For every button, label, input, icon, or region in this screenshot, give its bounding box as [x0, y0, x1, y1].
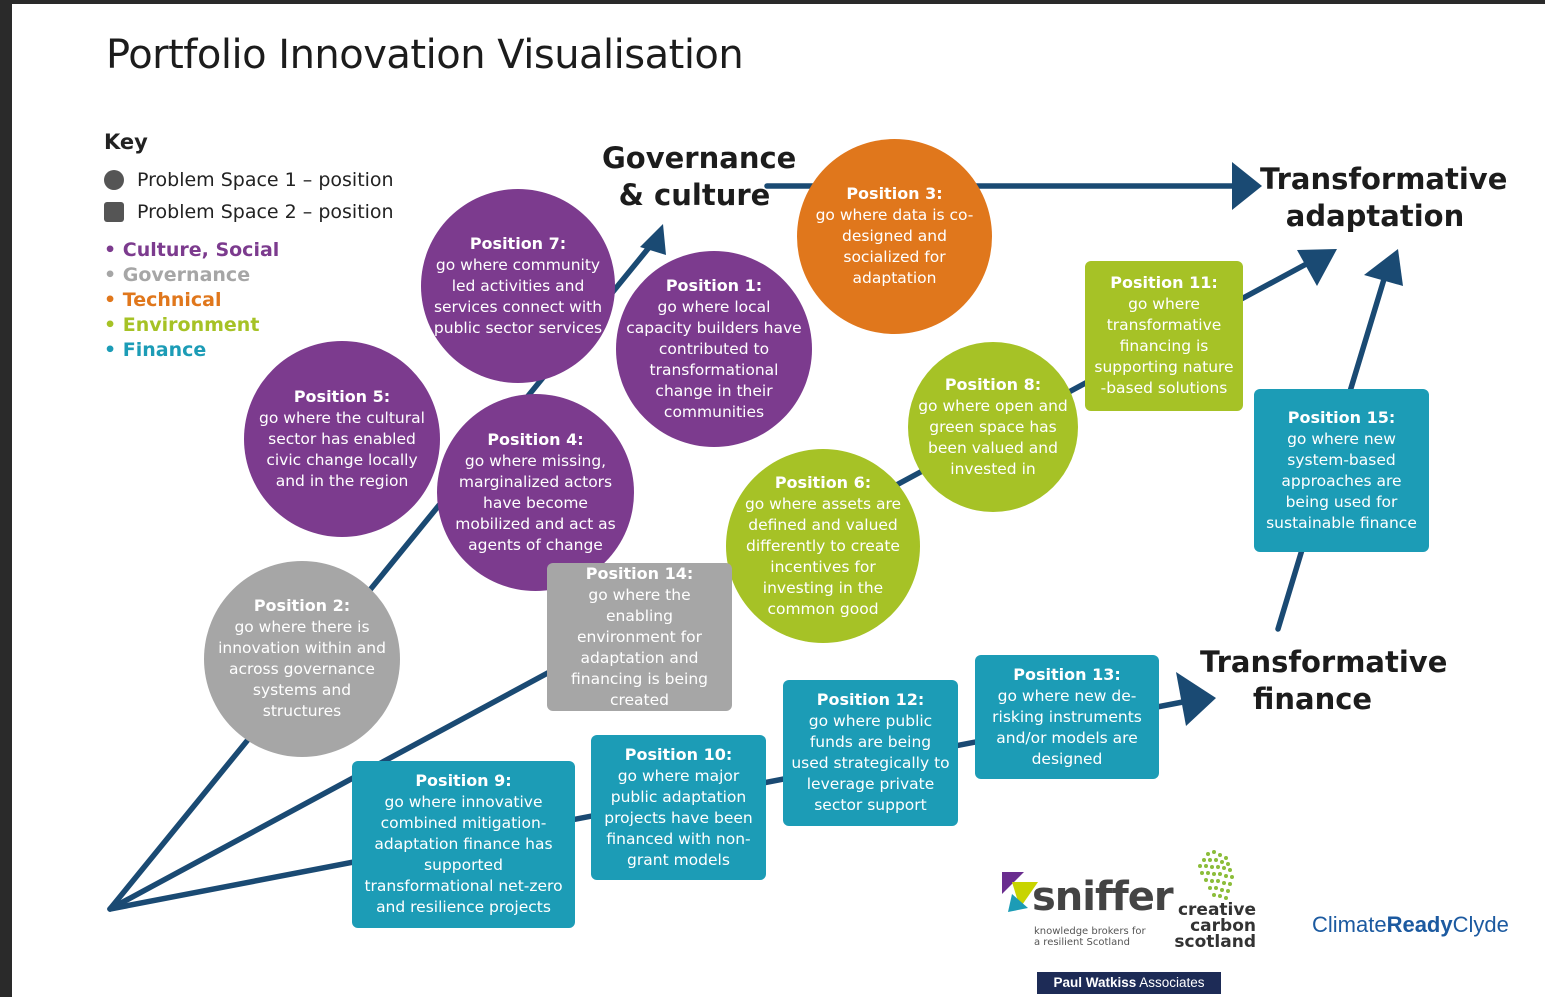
sniffer-mark-icon — [1002, 872, 1038, 912]
legend-category-technical: • Technical — [104, 289, 222, 311]
position-text: go where open and green space has been v… — [918, 396, 1068, 478]
position-7-node: Position 7: go where community led activ… — [421, 189, 615, 383]
position-text: go where new de-risking instruments and/… — [992, 686, 1142, 768]
legend-item-circle: Problem Space 1 – position — [104, 164, 394, 196]
position-text: go where community led activities and se… — [433, 255, 603, 337]
legend-item-label: Problem Space 2 – position — [137, 201, 394, 223]
position-text: go where transformative financing is sup… — [1094, 295, 1234, 397]
position-title: Position 2: — [253, 596, 351, 615]
creative-carbon-scotland-logo: creative carbon scotland — [1168, 844, 1258, 954]
position-15-node: Position 15: go where new system-based a… — [1254, 389, 1429, 552]
crc-part: Climate — [1312, 912, 1387, 937]
position-14-node: Position 14: go where the enabling envir… — [547, 563, 732, 711]
label-governance-culture: Governance & culture — [602, 141, 797, 212]
arrowhead-adaptation-right — [1364, 249, 1403, 286]
position-10-node: Position 10: go where major public adapt… — [591, 735, 766, 880]
position-text: go where there is innovation within and … — [218, 618, 386, 720]
position-text: go where data is co-designed and sociali… — [815, 206, 974, 287]
legend-category-culture: • Culture, Social — [104, 239, 280, 261]
position-text: go where new system-based approaches are… — [1266, 429, 1417, 532]
legend-category-environment: • Environment — [104, 314, 260, 336]
position-title: Position 15: — [1287, 407, 1396, 427]
ccs-line: scotland — [1174, 932, 1256, 952]
square-swatch-icon — [104, 202, 124, 222]
position-text: go where the enabling environment for ad… — [571, 585, 708, 709]
arrowhead-finance — [1176, 672, 1216, 726]
legend-item-square: Problem Space 2 – position — [104, 196, 394, 228]
crc-part: Ready — [1386, 912, 1453, 937]
position-13-node: Position 13: go where new de-risking ins… — [975, 655, 1159, 779]
ccs-line: carbon — [1190, 916, 1256, 936]
circle-swatch-icon — [104, 170, 124, 190]
legend-category-finance: • Finance — [104, 339, 207, 361]
crc-part: Clyde — [1452, 912, 1509, 937]
position-title: Position 12: — [816, 690, 925, 709]
position-text: go where innovative combined mitigation-… — [364, 793, 563, 916]
position-title: Position 3: — [846, 184, 943, 203]
scotland-map-icon — [1198, 850, 1234, 900]
legend-item-label: Problem Space 1 – position — [137, 169, 394, 191]
sniffer-logo: sniffer knowledge brokers for a resilien… — [998, 864, 1174, 954]
position-8-node: Position 8: go where open and green spac… — [908, 342, 1078, 512]
position-title: Position 4: — [487, 429, 584, 449]
position-text: go where missing, marginalized actors ha… — [455, 451, 616, 554]
legend-category-governance: • Governance — [104, 264, 251, 286]
position-1-node: Position 1: go where local capacity buil… — [616, 251, 812, 447]
climate-ready-clyde-logo: ClimateReadyClyde — [1312, 912, 1509, 938]
position-title: Position 1: — [665, 275, 763, 295]
sniffer-wordmark: sniffer — [1032, 874, 1174, 920]
position-title: Position 10: — [624, 744, 733, 764]
position-2-node: Position 2: go where there is innovation… — [204, 561, 400, 757]
position-title: Position 9: — [415, 771, 512, 790]
position-title: Position 14: — [585, 563, 694, 583]
pwa-part: Associates — [1139, 975, 1205, 990]
pwa-part: Paul Watkiss — [1053, 975, 1137, 990]
position-title: Position 11: — [1110, 273, 1218, 292]
position-9-node: Position 9: go where innovative combined… — [352, 761, 575, 928]
ccs-line: creative — [1177, 900, 1256, 920]
arrowhead-adaptation-top — [1232, 162, 1262, 210]
position-title: Position 7: — [469, 233, 567, 253]
position-6-node: Position 6: go where assets are defined … — [726, 449, 920, 643]
label-transformative-finance: Transformative finance — [1200, 645, 1448, 716]
legend-heading: Key — [104, 130, 148, 154]
legend: Key Problem Space 1 – position Problem S… — [104, 130, 394, 363]
position-title: Position 8: — [944, 374, 1042, 394]
position-title: Position 6: — [774, 472, 872, 492]
position-title: Position 13: — [1013, 664, 1121, 684]
position-text: go where assets are defined and valued d… — [744, 494, 902, 618]
slide: Portfolio Innovation Visualisation Key P… — [12, 4, 1545, 997]
paul-watkiss-associates-logo: Paul Watkiss Associates — [1037, 972, 1221, 994]
position-text: go where local capacity builders have co… — [626, 297, 802, 421]
position-3-node: Position 3: go where data is co-designed… — [797, 139, 992, 334]
position-11-node: Position 11: go where transformative fin… — [1085, 261, 1243, 411]
page-title: Portfolio Innovation Visualisation — [106, 32, 744, 78]
position-text: go where the cultural sector has enabled… — [259, 408, 425, 490]
sniffer-tagline: knowledge brokers for a resilient Scotla… — [1034, 926, 1146, 948]
position-text: go where public funds are being used str… — [791, 712, 950, 814]
position-4-node: Position 4: go where missing, marginaliz… — [437, 394, 634, 591]
ccs-wordmark: creative carbon scotland — [1168, 900, 1256, 952]
position-title: Position 5: — [293, 386, 391, 406]
label-transformative-adaptation: Transformative adaptation — [1260, 162, 1508, 233]
arrowhead-governance — [640, 224, 666, 255]
arrowhead-adaptation-mid — [1297, 249, 1337, 286]
position-5-node: Position 5: go where the cultural sector… — [244, 341, 440, 537]
position-12-node: Position 12: go where public funds are b… — [783, 680, 958, 826]
position-text: go where major public adaptation project… — [604, 766, 753, 869]
